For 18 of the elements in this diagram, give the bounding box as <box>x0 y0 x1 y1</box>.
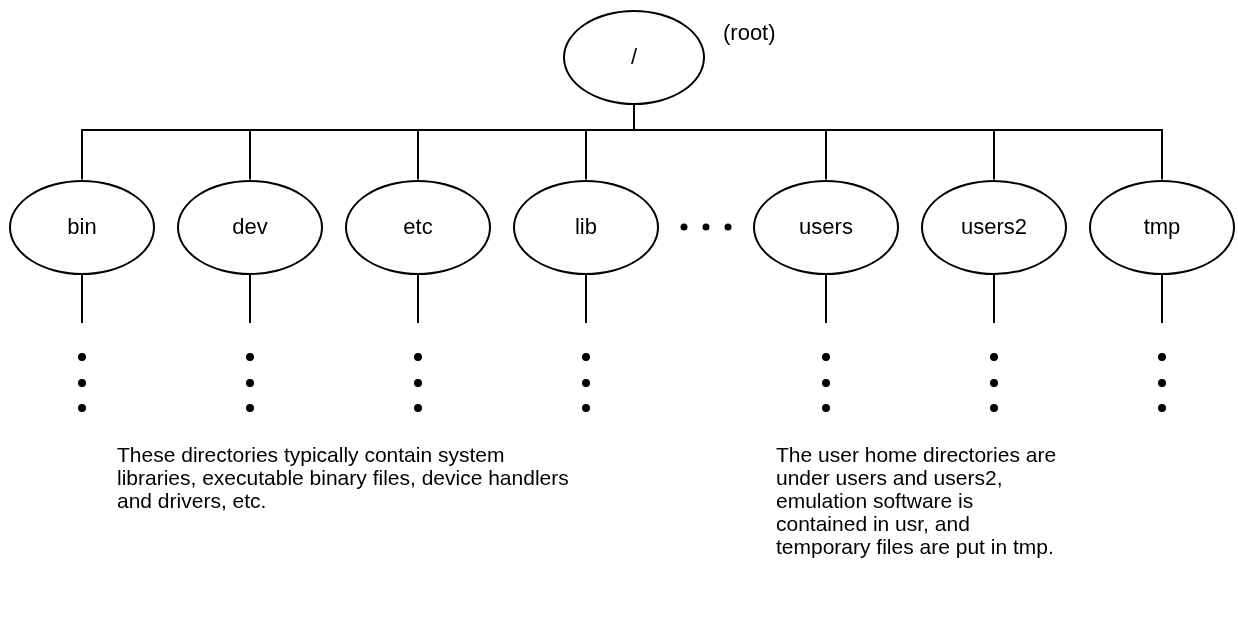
node-label: users2 <box>960 216 1027 238</box>
connector-line <box>249 273 251 324</box>
node-label: bin <box>67 216 97 238</box>
connector-line <box>417 273 419 324</box>
node-caption: (root) <box>723 22 776 44</box>
connector-line <box>1161 273 1163 324</box>
node-label: dev <box>232 216 268 238</box>
node-label: lib <box>575 216 597 238</box>
connector-line <box>81 273 83 324</box>
note-text: The user home directories are under users and users2, emulation software is contained in usr, and temporary files are put in tmp. <box>776 443 1058 558</box>
node-label: etc <box>403 216 433 238</box>
connector-line <box>585 273 587 324</box>
note-text: These directories typically contain system libraries, executable binary files, device handlers and drivers, etc. <box>117 443 570 512</box>
connector-line <box>993 273 995 324</box>
node-label: / <box>630 46 638 68</box>
node-label: tmp <box>1143 216 1181 238</box>
connector-line <box>825 273 827 324</box>
node-label: users <box>799 216 853 238</box>
